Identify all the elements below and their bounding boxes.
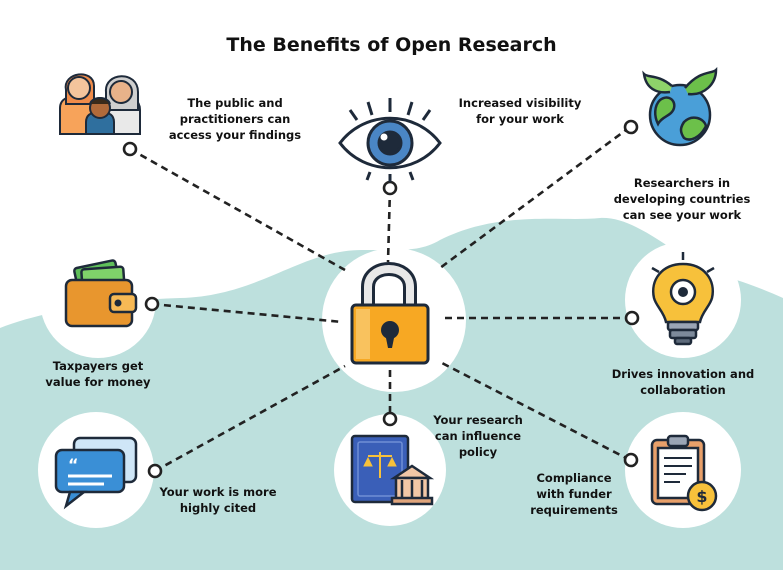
globe-icon [642,66,718,147]
label-visibility-line-2: for your work [476,112,564,126]
label-taxpayers-line-2: value for money [45,375,151,389]
label-public-line-1: The public and [187,96,283,110]
label-developing-line-2: developing countries [613,192,751,206]
label-developing-line-1: Researchers in [633,176,731,190]
open-padlock-icon [350,262,430,365]
dot-cited [147,463,163,479]
eye-icon [338,98,442,182]
svg-text:$: $ [696,487,707,506]
label-policy-line-2: can influence [434,429,522,443]
label-compliance: Compliance with funder requirements [514,470,634,518]
label-innovation: Drives innovation and collaboration [596,366,770,398]
wallet-icon [64,259,138,328]
label-visibility-line-1: Increased visibility [458,96,582,110]
label-innovation-line-1: Drives innovation and [611,367,755,381]
connectors [129,125,632,473]
label-cited-line-2: highly cited [179,501,257,515]
connector-public [129,147,346,272]
connector-cited [154,364,346,473]
label-cited: Your work is more highly cited [148,484,288,516]
connector-taxpayers [151,302,343,324]
label-public-line-2: practitioners can [179,112,291,126]
label-visibility: Increased visibility for your work [445,95,595,127]
connector-visibility [386,187,392,263]
dot-innovation [624,310,640,326]
dot-developing [623,119,639,135]
lightbulb-icon [651,252,715,346]
label-innovation-line-2: collaboration [640,383,726,397]
family-icon [59,73,141,135]
label-public-line-3: access your findings [168,128,302,142]
connector-developing [439,125,631,270]
speech-bubbles-icon: “ [54,436,138,510]
dot-visibility [382,180,398,196]
label-developing: Researchers in developing countries can … [598,175,766,223]
label-taxpayers-line-1: Taxpayers get [52,359,144,373]
label-compliance-line-2: with funder [536,487,612,501]
clipboard-icon: $ [650,434,718,512]
law-book-icon [350,434,435,506]
dot-public [122,141,138,157]
label-policy-line-1: Your research [433,413,523,427]
label-policy-line-3: policy [458,445,498,459]
label-compliance-line-3: requirements [530,503,618,517]
dot-taxpayers [144,296,160,312]
label-public: The public and practitioners can access … [160,95,310,143]
label-compliance-line-1: Compliance [536,471,612,485]
dot-compliance [623,452,639,468]
sea-wave-background [0,217,783,570]
dot-policy [382,411,398,427]
diagram-title: The Benefits of Open Research [226,34,557,56]
label-policy: Your research can influence policy [418,412,538,460]
label-developing-line-3: can see your work [622,208,742,222]
svg-text:“: “ [68,455,79,474]
label-cited-line-1: Your work is more [159,485,277,499]
label-taxpayers: Taxpayers get value for money [30,358,166,390]
